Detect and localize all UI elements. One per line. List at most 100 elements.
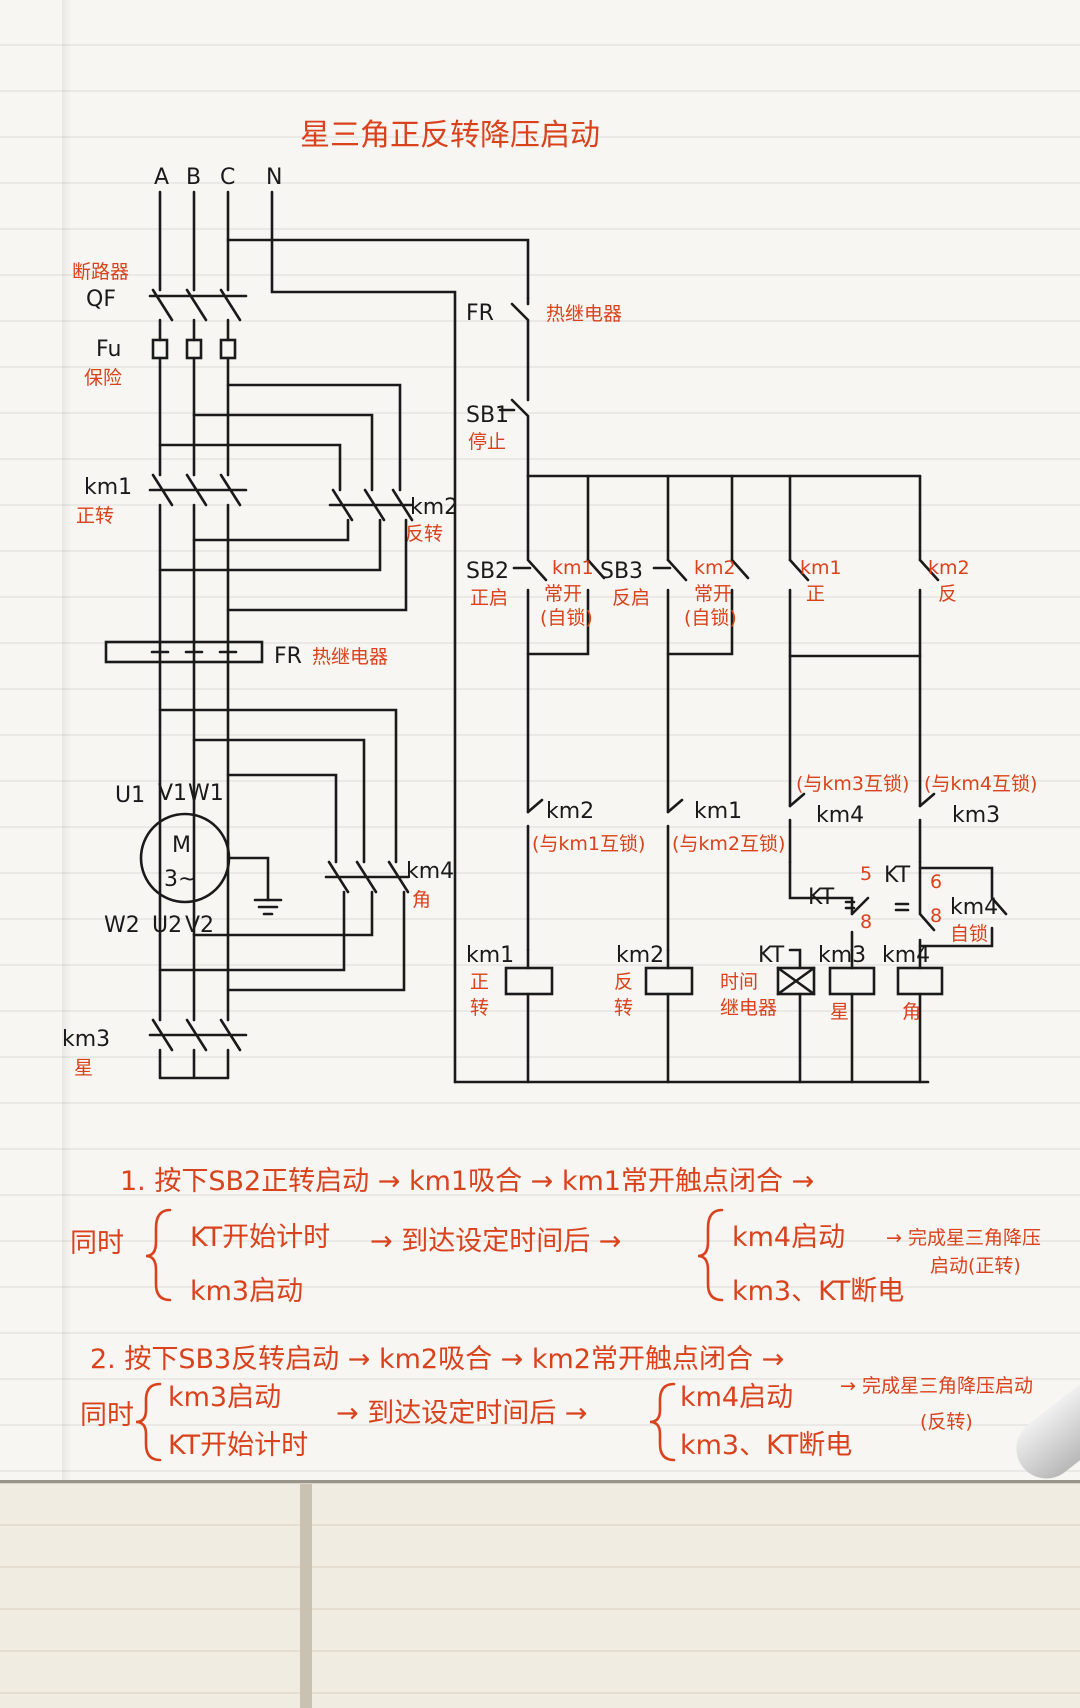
km3-nc-note: (与km4互锁) xyxy=(924,773,1037,795)
km2-branch-contact xyxy=(918,558,940,658)
km1-main-contacts xyxy=(148,473,248,507)
km4-supply-wires xyxy=(158,708,398,864)
u2-label: U2 xyxy=(152,913,182,938)
km3-star-contacts xyxy=(148,1018,248,1080)
km1-branch-label: km1 xyxy=(800,557,842,579)
note1-brace-right xyxy=(697,1208,724,1302)
sb3-name: 反启 xyxy=(612,587,650,609)
qf-name: 断路器 xyxy=(72,261,129,283)
note2-brace-left xyxy=(135,1382,162,1462)
kt-nc-timer-contact xyxy=(788,860,870,952)
control-circuit: FR 热继电器 SB1 停止 SB2 正启 km1 常开 (自锁) SB3 反启… xyxy=(453,296,1037,1084)
v1-label: V1 xyxy=(158,781,187,806)
note2-simultaneous: 同时 xyxy=(80,1400,134,1431)
km1-selflock-contact xyxy=(526,558,606,656)
coil-km2-a: 反 xyxy=(614,971,633,993)
km1-no-label: km1 xyxy=(552,557,594,579)
kt5-n1: 5 xyxy=(860,863,872,885)
km3-power-label: km3 xyxy=(62,1027,110,1052)
sb2-start-button xyxy=(512,474,548,814)
note2-km3-start: km3启动 xyxy=(168,1382,281,1413)
km4-nc-label: km4 xyxy=(816,803,864,828)
ground-wire xyxy=(227,856,270,902)
coil-kt-a: 时间 xyxy=(720,971,758,993)
notebook-page xyxy=(0,0,1080,1483)
w2-label: W2 xyxy=(104,913,140,938)
km2-interlock-contact xyxy=(526,798,544,952)
note1-kt-timing: KT开始计时 xyxy=(190,1222,330,1253)
km1-nc-label: km1 xyxy=(694,799,742,824)
fuse-b xyxy=(185,338,203,360)
coil-km1 xyxy=(504,966,554,996)
fr-nc-contact xyxy=(510,296,530,402)
star-delta-bus xyxy=(788,654,922,808)
coil-km2-b: 转 xyxy=(614,997,633,1019)
phase-a-label: A xyxy=(154,165,169,190)
km2-main-contacts xyxy=(328,488,414,522)
coil-km4-label: km4 xyxy=(882,943,930,968)
km2-branch-label: km2 xyxy=(928,557,970,579)
note1-km3-kt-off: km3、KT断电 xyxy=(732,1276,904,1307)
km4-selflock-contact xyxy=(918,866,1008,948)
km4-interlock-contact xyxy=(788,792,806,864)
kt6-label: KT xyxy=(884,863,911,888)
km1-branch-contact xyxy=(788,558,810,658)
km2-no-a: 常开 xyxy=(694,583,732,605)
coil-km3 xyxy=(828,966,876,996)
note1-km4-start: km4启动 xyxy=(732,1222,845,1253)
fr-power-name: 热继电器 xyxy=(312,646,388,668)
note2-after-time: → 到达设定时间后 → xyxy=(336,1398,587,1429)
coil-km1-a: 正 xyxy=(470,971,489,993)
km4-nc-note: (与km3互锁) xyxy=(796,773,909,795)
km2-power-name: 反转 xyxy=(405,523,443,545)
km3-interlock-contact xyxy=(918,792,936,864)
km4-main-contacts xyxy=(324,860,410,894)
fr-power-label: FR xyxy=(274,644,302,669)
note1-after-time: → 到达设定时间后 → xyxy=(370,1226,621,1257)
km2-nc-note: (与km1互锁) xyxy=(532,833,645,855)
note2-line1: 2. 按下SB3反转启动 → km2吸合 → km2常开触点闭合 → xyxy=(90,1344,784,1375)
wire-neutral xyxy=(270,190,457,1084)
note2-km4-start: km4启动 xyxy=(680,1382,793,1413)
note2-kt-timing: KT开始计时 xyxy=(168,1430,308,1461)
note1-km3-start: km3启动 xyxy=(190,1276,303,1307)
branch-drops xyxy=(586,474,922,562)
coil-km1-label: km1 xyxy=(466,943,514,968)
sb2-label: SB2 xyxy=(466,559,509,584)
fuse-a xyxy=(151,338,169,360)
km1-nc-note: (与km2互锁) xyxy=(672,833,785,855)
note1-result-2: 启动(正转) xyxy=(930,1255,1021,1277)
sb1-label: SB1 xyxy=(466,403,509,428)
note2-result-2: (反转) xyxy=(920,1411,973,1433)
km1-power-name: 正转 xyxy=(76,505,114,527)
phase-n-label: N xyxy=(266,165,282,190)
kt5-label: KT xyxy=(808,885,835,910)
km4-power-name: 角 xyxy=(412,889,431,911)
km2-reversing-wires xyxy=(158,518,408,612)
coil-km1-b: 转 xyxy=(470,997,489,1019)
coil-km2-label: km2 xyxy=(616,943,664,968)
fuse-c xyxy=(219,338,237,360)
phase-b-label: B xyxy=(186,165,201,190)
km1-branch-name: 正 xyxy=(806,583,825,605)
note1-line1: 1. 按下SB2正转启动 → km1吸合 → km1常开触点闭合 → xyxy=(120,1166,814,1197)
note1-result-1: → 完成星三角降压 xyxy=(886,1227,1041,1249)
ground-icon xyxy=(253,898,283,916)
km3-nc-label: km3 xyxy=(952,803,1000,828)
operation-notes: 1. 按下SB2正转启动 → km1吸合 → km1常开触点闭合 → 同时 KT… xyxy=(70,1166,1041,1462)
lower-notebook-page xyxy=(0,1484,1080,1708)
sb3-label: SB3 xyxy=(600,559,643,584)
fr-heater-block xyxy=(104,640,264,664)
coil-km4 xyxy=(896,966,944,996)
sb1-name: 停止 xyxy=(468,431,506,453)
sb2-name: 正启 xyxy=(470,587,508,609)
coil-km3-label: km3 xyxy=(818,943,866,968)
motor-letter: M xyxy=(172,833,191,858)
w1-label: W1 xyxy=(188,781,224,806)
km3-power-name: 星 xyxy=(74,1057,93,1079)
kt6-n1: 6 xyxy=(930,871,942,893)
km2-no-b: (自锁) xyxy=(684,607,737,629)
km1-no-b: (自锁) xyxy=(540,607,593,629)
